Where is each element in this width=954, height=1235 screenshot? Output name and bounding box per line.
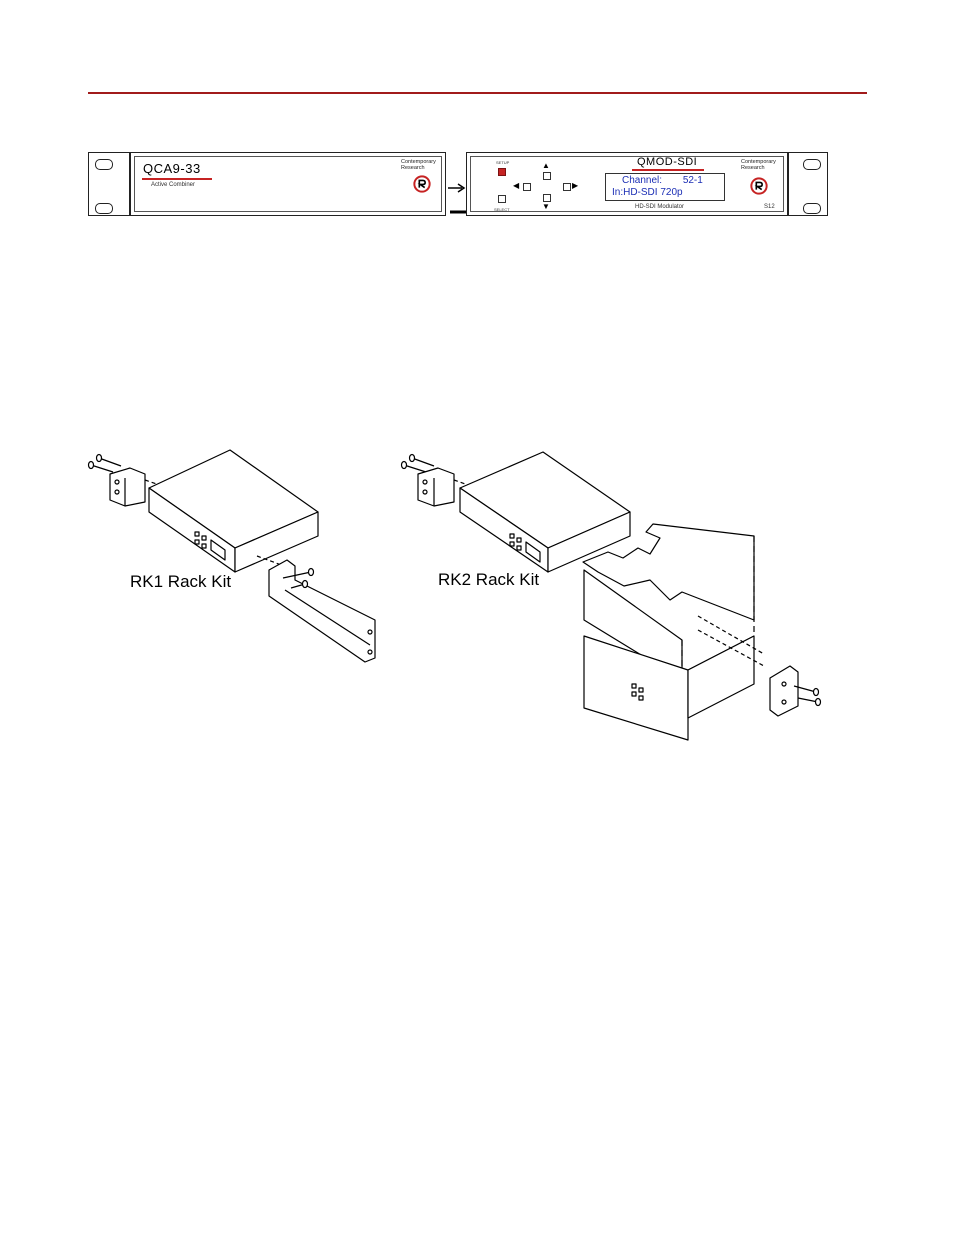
long-rack-bracket — [269, 560, 375, 662]
lcd-line-2: In:HD-SDI 720p — [612, 187, 718, 199]
rack-bracket — [770, 666, 798, 716]
rack-bracket — [418, 468, 454, 506]
rk1-label: RK1 Rack Kit — [130, 572, 231, 592]
down-arrow-icon: ▼ — [542, 203, 550, 211]
right-rack-ear — [788, 152, 828, 216]
right-model-title: QMOD-SDI — [637, 156, 697, 168]
screw-icon — [402, 455, 435, 473]
mount-hole — [803, 203, 821, 214]
qca9-33-unit: QCA9-33 Active Combiner Contemporary Res… — [130, 152, 446, 216]
model-underline — [142, 178, 212, 180]
brand-logo-icon — [750, 177, 768, 195]
mount-hole — [95, 203, 113, 214]
setup-label: SETUP — [496, 160, 509, 165]
up-arrow-icon: ▲ — [542, 162, 550, 170]
left-model-title: QCA9-33 — [143, 161, 201, 176]
qmod-sdi-unit: SETUP SELECT ▲ ◀ ▶ ▼ QMOD-SDI Channel: 5… — [466, 152, 788, 216]
rack-bracket — [110, 468, 145, 506]
rk2-label: RK2 Rack Kit — [438, 570, 539, 590]
mount-hole — [803, 159, 821, 170]
select-label: SELECT — [494, 207, 510, 212]
lcd-channel-label: Channel: — [612, 175, 662, 186]
right-button[interactable] — [563, 183, 571, 191]
rk1-illustration — [85, 440, 385, 670]
left-rack-ear — [88, 152, 130, 216]
right-model-subtitle: HD-SDI Modulator — [635, 204, 684, 210]
left-brand: Contemporary Research — [401, 159, 443, 171]
header-rule — [88, 92, 867, 94]
link-arrow-icon — [446, 178, 468, 218]
left-button[interactable] — [523, 183, 531, 191]
model-underline — [632, 169, 704, 171]
screw-icon — [89, 455, 122, 473]
mount-hole — [95, 159, 113, 170]
corner-mark: S12 — [764, 204, 775, 210]
select-button[interactable] — [498, 195, 506, 203]
rk2-illustration — [398, 440, 828, 740]
left-model-subtitle: Active Combiner — [151, 182, 195, 188]
right-arrow-icon: ▶ — [572, 182, 578, 190]
left-arrow-icon: ◀ — [513, 182, 519, 190]
lcd-line-1: Channel: 52-1 — [612, 175, 718, 187]
up-button[interactable] — [543, 172, 551, 180]
setup-button[interactable] — [498, 168, 506, 176]
right-brand: Contemporary Research — [741, 159, 785, 171]
brand-logo-icon — [413, 175, 431, 193]
down-button[interactable] — [543, 194, 551, 202]
lcd-channel-value: 52-1 — [665, 175, 703, 186]
lcd-display: Channel: 52-1 In:HD-SDI 720p — [605, 173, 725, 201]
